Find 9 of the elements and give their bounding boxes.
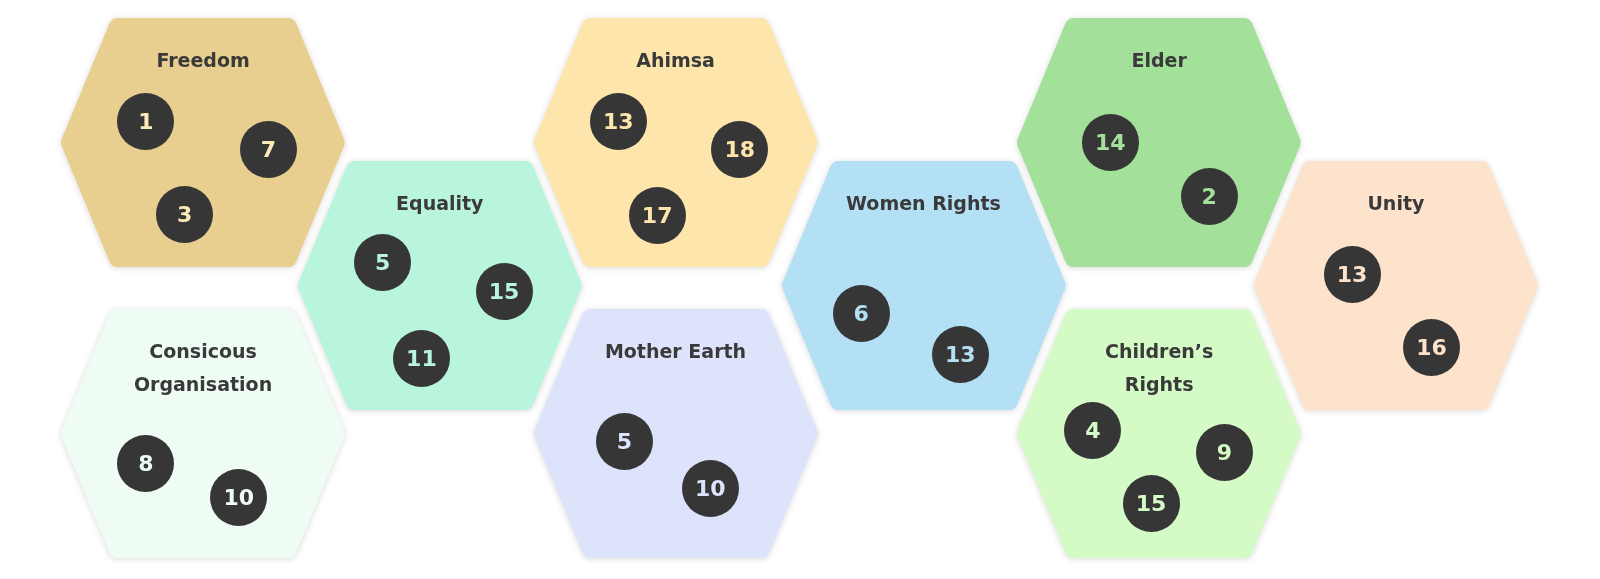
- category-title: Ahimsa: [636, 47, 715, 73]
- category-title: Unity: [1367, 190, 1425, 216]
- category-title: Women Rights: [846, 190, 1001, 216]
- category-title: Freedom: [156, 47, 250, 73]
- category-title: Consicous Organisation: [132, 338, 274, 397]
- category-title: Children’s Rights: [1103, 338, 1215, 397]
- category-title: Elder: [1131, 47, 1187, 73]
- category-title: Equality: [396, 190, 484, 216]
- category-title: Mother Earth: [604, 338, 747, 364]
